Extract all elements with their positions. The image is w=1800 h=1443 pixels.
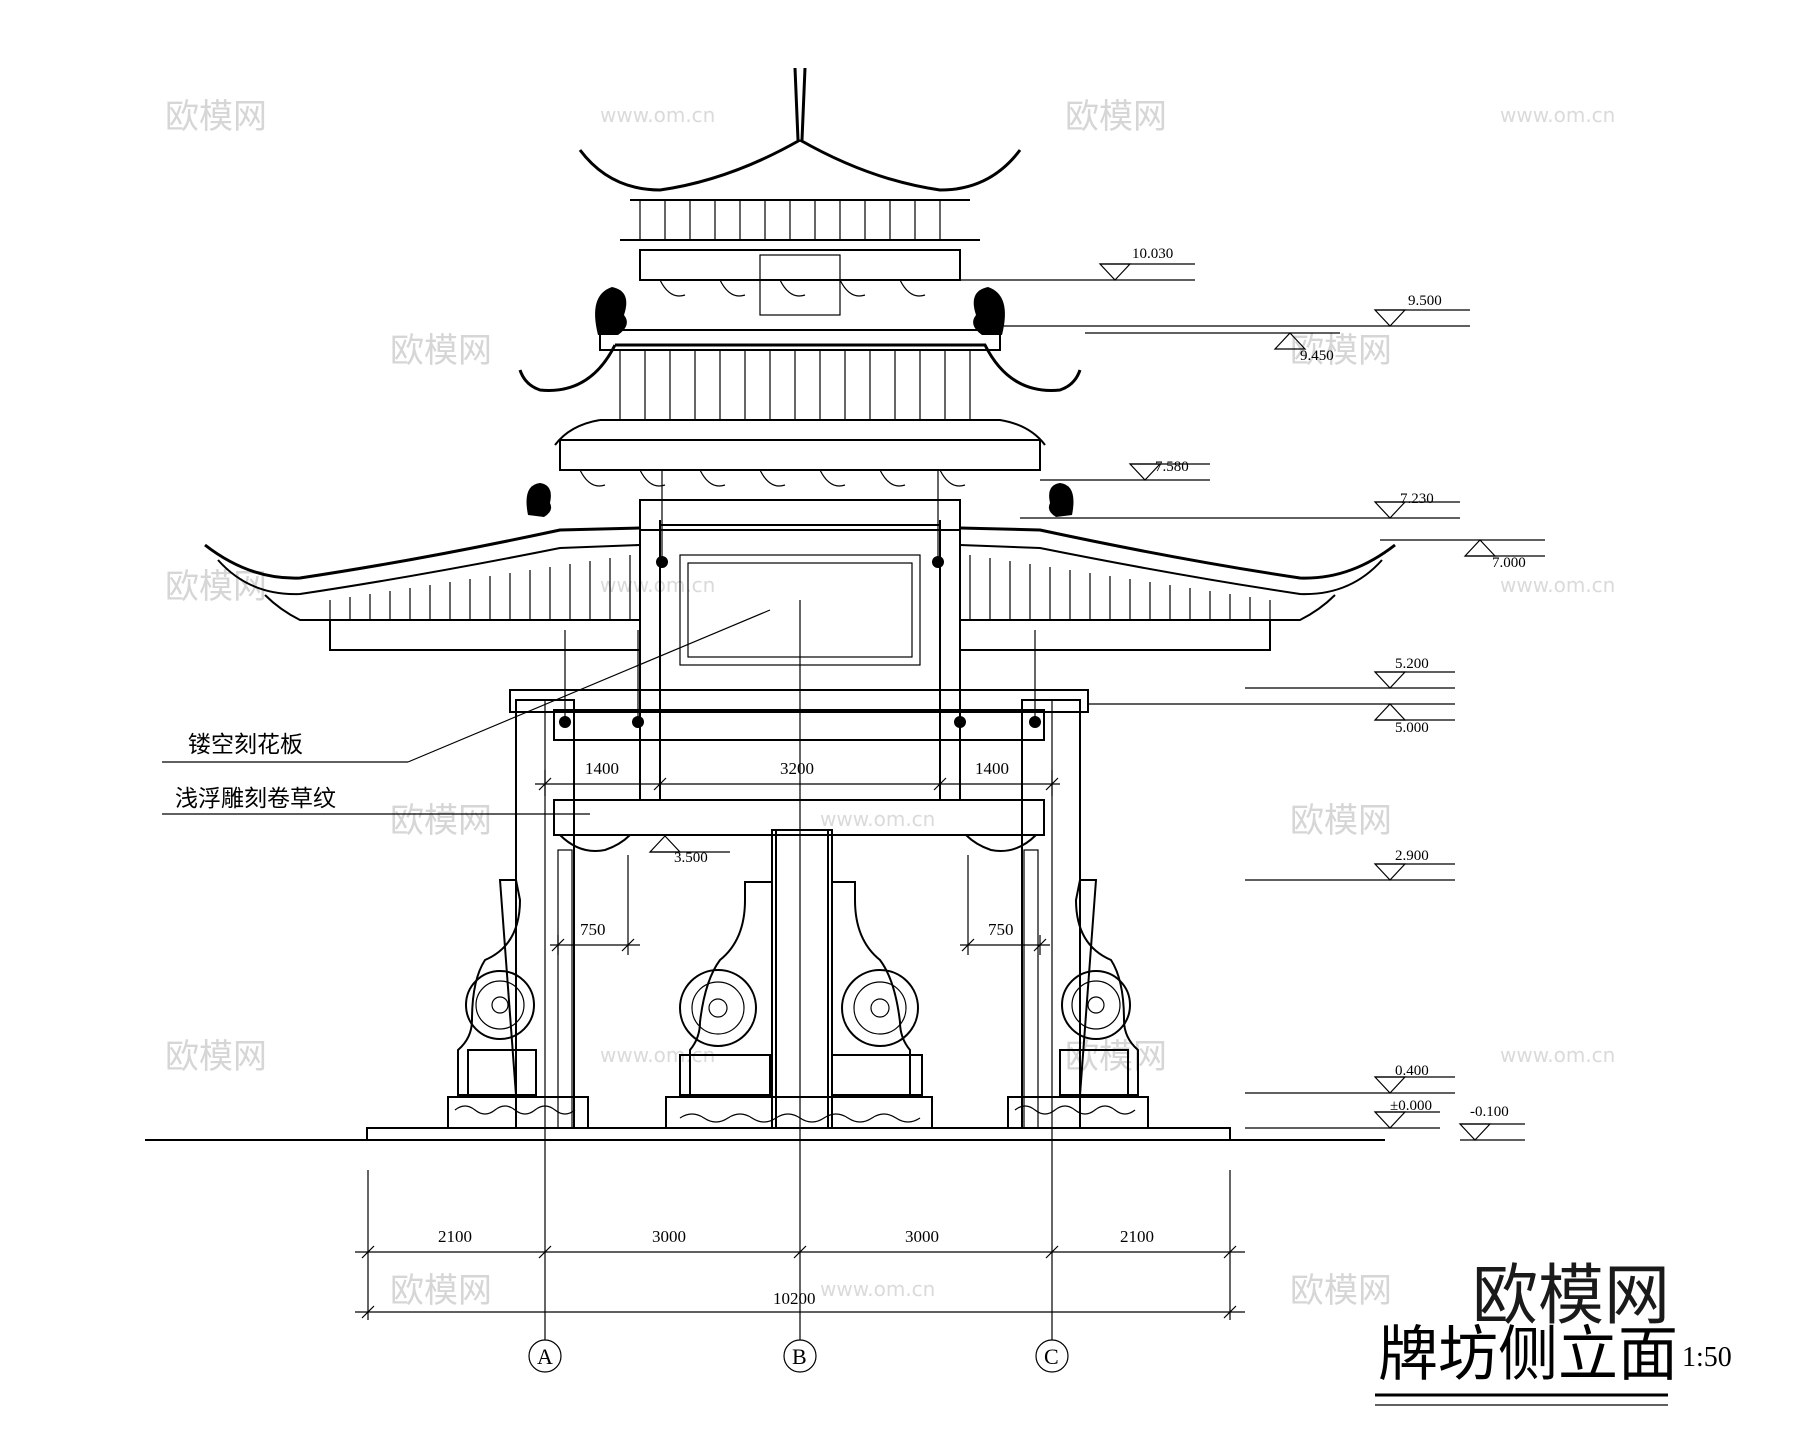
watermark-url: www.om.cn: [1500, 573, 1615, 597]
inner-dimensions: 750 750: [550, 855, 1050, 955]
elevation-10030: 10.030: [1132, 246, 1173, 262]
elevation-5000: 5.000: [1395, 720, 1429, 736]
logo: 欧模网: [1472, 1257, 1670, 1334]
dim-base-3000-left: 3000: [652, 1227, 686, 1246]
leader-annotations: 镂空刻花板 浅浮雕刻卷草纹: [162, 609, 771, 815]
elevation-9500: 9.500: [1408, 293, 1442, 309]
watermark-brand: 欧模网: [1290, 331, 1392, 371]
elevation-0000: ±0.000: [1390, 1098, 1432, 1114]
dim-total-10200: 10200: [773, 1289, 816, 1308]
axis-bubbles: A B C: [528, 1339, 1069, 1373]
watermark-url: www.om.cn: [820, 807, 935, 831]
watermark-brand: 欧模网: [165, 1037, 267, 1077]
dim-inner-750-left: 750: [580, 920, 606, 939]
lower-beams: [509, 520, 1089, 852]
axis-label-c: C: [1044, 1344, 1059, 1369]
lower-side-roofs: [204, 483, 1396, 651]
watermark-url: www.om.cn: [600, 103, 715, 127]
annotation-relief-carving: 浅浮雕刻卷草纹: [175, 786, 336, 812]
elevation-minus0100: -0.100: [1470, 1104, 1509, 1120]
dim-base-2100-left: 2100: [438, 1227, 472, 1246]
elevation-5200: 5.200: [1395, 656, 1429, 672]
column-bases: [447, 1096, 1149, 1129]
dim-base-2100-right: 2100: [1120, 1227, 1154, 1246]
elevation-7000: 7.000: [1492, 555, 1526, 571]
axis-bubble-c: [1035, 1339, 1069, 1373]
dim-upper-1400-left: 1400: [585, 759, 619, 778]
drawing-scale: 1:50: [1682, 1342, 1732, 1373]
elevation-2900: 2.900: [1395, 848, 1429, 864]
axis-bubble-b: [783, 1339, 817, 1373]
elevation-9450: 9.450: [1300, 348, 1334, 364]
title-block: 欧模网 牌坊侧立面 1:50: [1375, 1257, 1732, 1406]
watermark-brand: 欧模网: [390, 331, 492, 371]
watermark-brand: 欧模网: [1290, 1271, 1392, 1311]
drawing-title: 牌坊侧立面: [1378, 1320, 1678, 1390]
ground-and-plinth: [145, 1127, 1385, 1141]
watermark-layer: 欧模网 www.om.cn 欧模网 www.om.cn 欧模网 欧模网 欧模网 …: [165, 97, 1615, 1311]
watermark-brand: 欧模网: [165, 567, 267, 607]
watermark-brand: 欧模网: [1065, 97, 1167, 137]
base-dimension-chain: 2100 3000 3000 2100 10200: [355, 1170, 1245, 1320]
axis-label-a: A: [537, 1344, 553, 1369]
watermark-url: www.om.cn: [600, 573, 715, 597]
watermark-brand: 欧模网: [1290, 801, 1392, 841]
watermark-brand: 欧模网: [390, 1271, 492, 1311]
elevation-markers: 10.030 9.500 9.450 7.580 7.230 7.000 5.2…: [648, 246, 1545, 1141]
drum-stones: [457, 879, 1139, 1096]
axis-label-b: B: [792, 1344, 807, 1369]
watermark-url: www.om.cn: [1500, 1043, 1615, 1067]
dim-inner-750-right: 750: [988, 920, 1014, 939]
elevation-3500: 3.500: [674, 850, 708, 866]
upper-dimension-chain: 1400 3200 1400: [535, 759, 1060, 796]
watermark-url: www.om.cn: [1500, 103, 1615, 127]
elevation-7230: 7.230: [1400, 491, 1434, 507]
middle-roof: [518, 287, 1082, 487]
dim-base-3000-right: 3000: [905, 1227, 939, 1246]
axis-bubble-a: [528, 1339, 562, 1373]
watermark-url: www.om.cn: [820, 1277, 935, 1301]
elevation-7580: 7.580: [1155, 459, 1189, 475]
annotation-carved-panel: 镂空刻花板: [188, 732, 303, 758]
dim-upper-3200: 3200: [780, 759, 814, 778]
top-roof: [578, 67, 1022, 316]
elevation-0400: 0.400: [1395, 1063, 1429, 1079]
dim-upper-1400-right: 1400: [975, 759, 1009, 778]
watermark-brand: 欧模网: [165, 97, 267, 137]
watermark-brand: 欧模网: [390, 801, 492, 841]
